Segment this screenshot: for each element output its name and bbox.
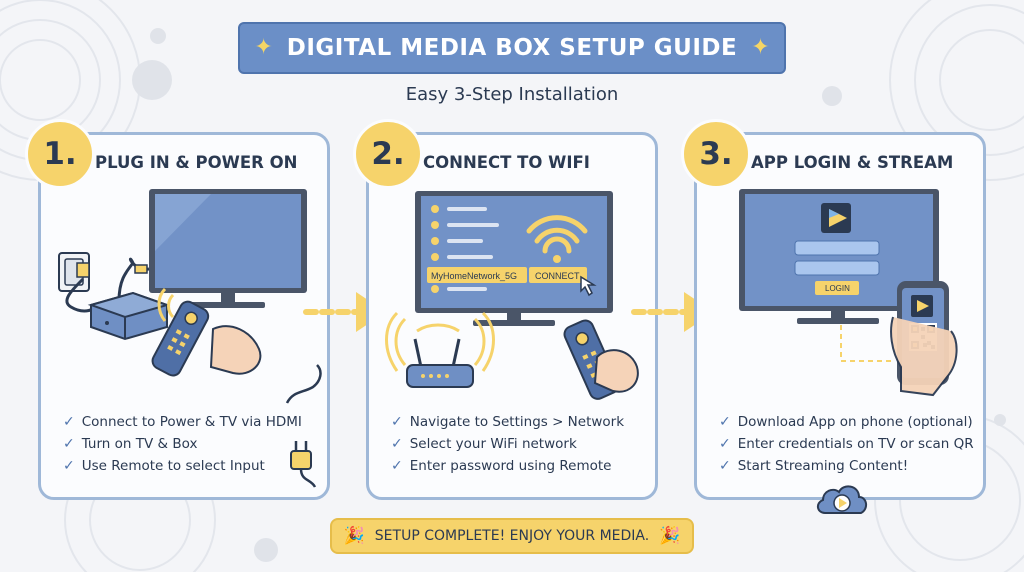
check-icon: ✓ bbox=[719, 414, 731, 430]
checklist-item: ✓Enter credentials on TV or scan QR bbox=[719, 433, 974, 455]
power-hdmi-illustration bbox=[58, 189, 322, 404]
play-logo-icon bbox=[821, 203, 851, 233]
plug-icon bbox=[290, 441, 317, 488]
checklist-item: ✓Use Remote to select Input bbox=[63, 455, 302, 477]
footer-banner: 🎉 SETUP COMPLETE! ENJOY YOUR MEDIA. 🎉 bbox=[330, 518, 694, 554]
tv-icon bbox=[149, 189, 307, 308]
check-icon: ✓ bbox=[391, 436, 403, 452]
check-icon: ✓ bbox=[719, 458, 731, 474]
party-popper-icon: 🎉 bbox=[659, 525, 681, 546]
connect-button: CONNECT bbox=[535, 271, 580, 281]
cloud-play-icon bbox=[817, 485, 867, 514]
page-title: DIGITAL MEDIA BOX SETUP GUIDE bbox=[286, 35, 738, 61]
check-icon: ✓ bbox=[63, 436, 75, 452]
sparkle-icon: ✦ bbox=[254, 35, 273, 60]
check-icon: ✓ bbox=[719, 436, 731, 452]
checklist-item: ✓Connect to Power & TV via HDMI bbox=[63, 411, 302, 433]
step-title: APP LOGIN & STREAM bbox=[751, 153, 954, 172]
check-icon: ✓ bbox=[63, 414, 75, 430]
login-button: LOGIN bbox=[825, 284, 850, 293]
party-popper-icon: 🎉 bbox=[343, 525, 365, 546]
sparkle-icon: ✦ bbox=[751, 35, 770, 60]
media-box-icon bbox=[87, 291, 171, 341]
step-number-badge: 1. bbox=[25, 119, 95, 189]
check-icon: ✓ bbox=[391, 414, 403, 430]
checklist-item: ✓Start Streaming Content! bbox=[719, 455, 974, 477]
step-number-badge: 2. bbox=[353, 119, 423, 189]
footer-message: SETUP COMPLETE! ENJOY YOUR MEDIA. bbox=[374, 528, 650, 544]
step-title: PLUG IN & POWER ON bbox=[95, 153, 298, 172]
cursor-icon bbox=[580, 275, 597, 297]
checklist-item: ✓Enter password using Remote bbox=[391, 455, 624, 477]
network-list bbox=[431, 205, 499, 293]
step-card-3: 3. APP LOGIN & STREAM LOGIN bbox=[681, 119, 986, 514]
check-icon: ✓ bbox=[391, 458, 403, 474]
network-name: MyHomeNetwork_5G bbox=[431, 271, 517, 281]
plug-icon bbox=[285, 364, 322, 404]
router-icon bbox=[406, 338, 474, 388]
outlet-icon bbox=[58, 252, 90, 292]
checklist-item: ✓Navigate to Settings > Network bbox=[391, 411, 624, 433]
step-title: CONNECT TO WIFI bbox=[423, 153, 590, 172]
wifi-icon bbox=[526, 215, 588, 254]
tv-icon bbox=[415, 191, 613, 326]
checklist-item: ✓Turn on TV & Box bbox=[63, 433, 302, 455]
title-banner: ✦ DIGITAL MEDIA BOX SETUP GUIDE ✦ bbox=[238, 22, 786, 74]
step-checklist: ✓Navigate to Settings > Network ✓Select … bbox=[391, 411, 624, 477]
check-icon: ✓ bbox=[63, 458, 75, 474]
step-checklist: ✓Download App on phone (optional) ✓Enter… bbox=[719, 411, 974, 477]
page-subtitle: Easy 3-Step Installation bbox=[405, 84, 619, 105]
checklist-item: ✓Download App on phone (optional) bbox=[719, 411, 974, 433]
remote-icon bbox=[151, 300, 210, 377]
step-checklist: ✓Connect to Power & TV via HDMI ✓Turn on… bbox=[63, 411, 302, 477]
app-login-illustration: LOGIN bbox=[739, 189, 958, 397]
step-number-badge: 3. bbox=[681, 119, 751, 189]
checklist-item: ✓Select your WiFi network bbox=[391, 433, 624, 455]
step-card-2: 2. CONNECT TO WIFI MyHomeNetwork_5G CONN… bbox=[353, 119, 658, 500]
wifi-setup-illustration: MyHomeNetwork_5G CONNECT bbox=[385, 191, 639, 400]
step-card-1: 1. PLUG IN & POWER ON bbox=[25, 119, 330, 500]
